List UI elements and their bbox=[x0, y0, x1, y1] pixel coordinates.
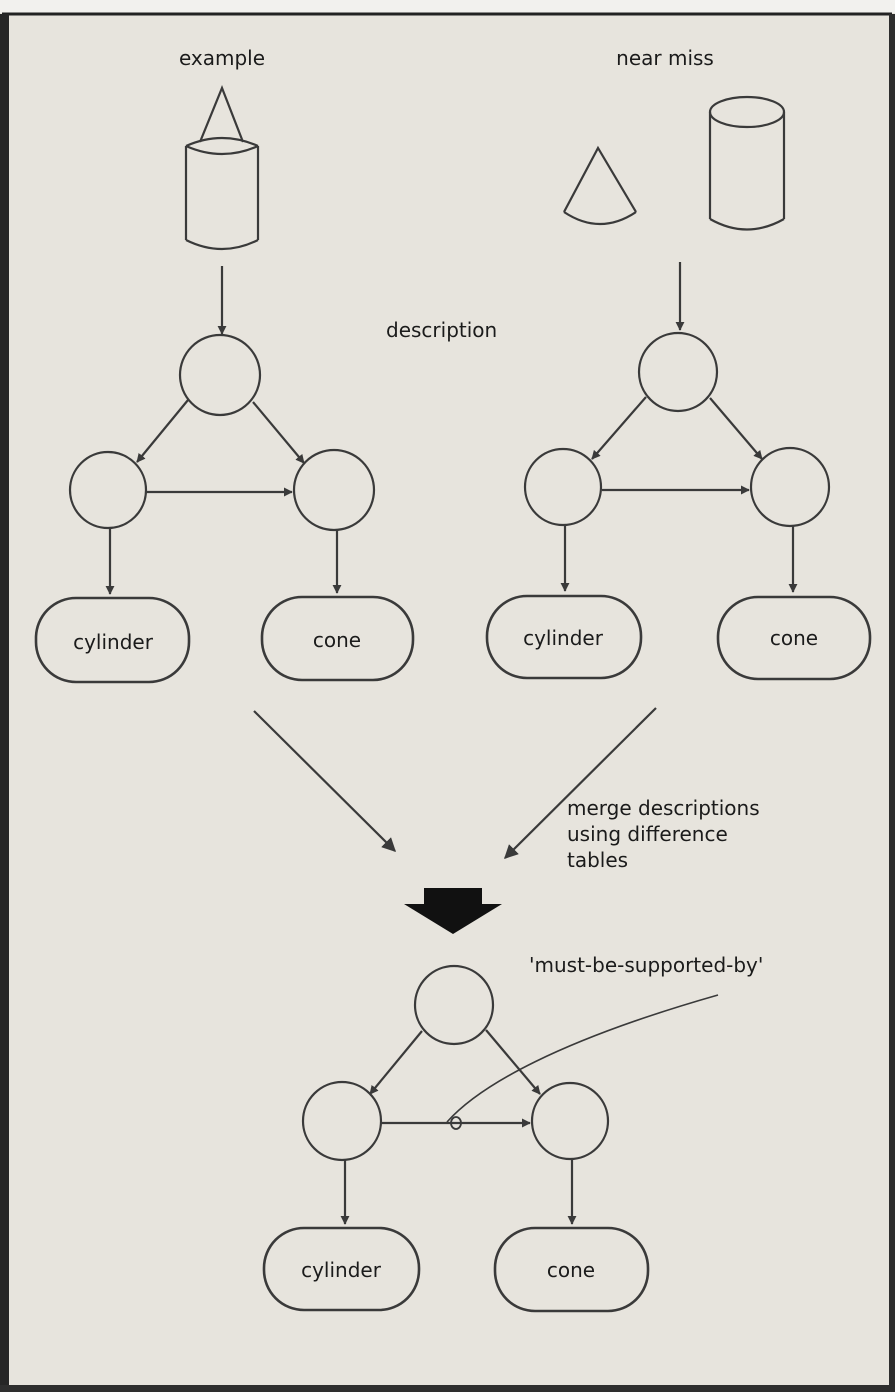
example-cylinder-label: cylinder bbox=[73, 630, 153, 654]
nearmiss-right-node bbox=[749, 446, 831, 528]
nearmiss-cylinder-box bbox=[485, 594, 643, 680]
arrow-example-to-merge bbox=[253, 710, 396, 852]
arrow-nearmiss-to-merge bbox=[504, 707, 657, 859]
result-cylinder-label: cylinder bbox=[301, 1258, 381, 1282]
nearmiss-cylinder-label: cylinder bbox=[523, 626, 603, 650]
near-miss-label: near miss bbox=[616, 46, 714, 70]
result-network bbox=[262, 964, 719, 1313]
merge-caption-line1: merge descriptions bbox=[567, 796, 760, 820]
result-root-node bbox=[413, 964, 495, 1046]
merge-caption: merge descriptions using difference tabl… bbox=[567, 795, 760, 873]
nearmiss-shape-cone bbox=[563, 145, 637, 226]
must-be-supported-marker bbox=[450, 1116, 462, 1130]
example-label: example bbox=[178, 46, 266, 70]
example-cylinder-box bbox=[34, 596, 191, 684]
relation-callout-line bbox=[446, 994, 719, 1123]
merge-arrows bbox=[253, 707, 657, 859]
nearmiss-cone-label: cone bbox=[769, 626, 819, 650]
result-cylinder-box bbox=[262, 1226, 421, 1312]
example-network bbox=[34, 266, 415, 684]
nearmiss-network bbox=[485, 262, 872, 681]
arrow-example-root-left bbox=[136, 399, 189, 463]
nearmiss-root-node bbox=[637, 331, 719, 413]
relation-label: 'must-be-supported-by' bbox=[529, 953, 764, 977]
arrow-result-root-right bbox=[485, 1029, 541, 1095]
example-cone-label: cone bbox=[312, 628, 362, 652]
merge-caption-line3: tables bbox=[567, 848, 629, 872]
example-shape-cone-on-cylinder bbox=[184, 85, 260, 250]
arrow-nearmiss-root-right bbox=[709, 397, 763, 460]
example-cone-box bbox=[260, 595, 415, 682]
arrow-example-root-right bbox=[252, 401, 305, 464]
nearmiss-left-node bbox=[523, 447, 603, 527]
arrow-nearmiss-root-left bbox=[591, 396, 647, 460]
merge-caption-line2: using difference bbox=[567, 822, 728, 846]
arrow-result-root-left bbox=[369, 1030, 423, 1095]
example-root-node bbox=[178, 333, 262, 417]
result-cone-label: cone bbox=[546, 1258, 596, 1282]
result-cone-box bbox=[493, 1226, 650, 1313]
result-right-node bbox=[530, 1081, 610, 1161]
example-right-node bbox=[292, 448, 376, 532]
description-label: description bbox=[386, 318, 498, 342]
nearmiss-cone-box bbox=[716, 595, 872, 681]
merge-down-arrow-icon bbox=[404, 888, 502, 934]
nearmiss-shape-cylinder bbox=[708, 95, 786, 231]
example-left-node bbox=[68, 450, 148, 530]
result-left-node bbox=[301, 1080, 383, 1162]
